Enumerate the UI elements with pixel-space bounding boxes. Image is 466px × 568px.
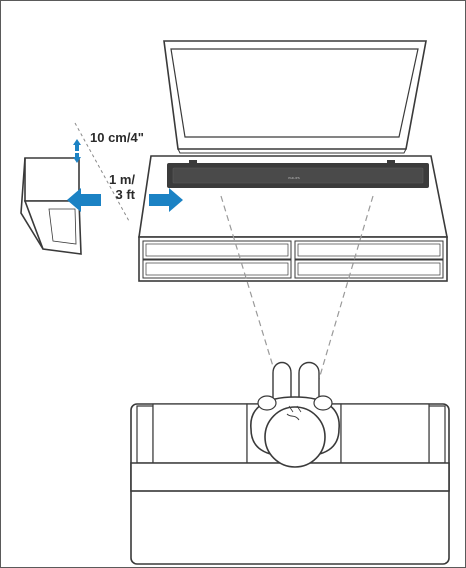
subwoofer: [21, 158, 81, 254]
distance-label-imperial: 3 ft: [109, 187, 135, 202]
distance-label: 1 m/ 3 ft: [109, 172, 135, 202]
tv: [164, 41, 426, 153]
listener: [251, 363, 339, 468]
clearance-label: 10 cm/4": [90, 130, 144, 145]
soundbar: [167, 160, 429, 188]
soundbar-brand: PHILIPS: [288, 176, 300, 180]
distance-label-metric: 1 m/: [109, 172, 135, 187]
